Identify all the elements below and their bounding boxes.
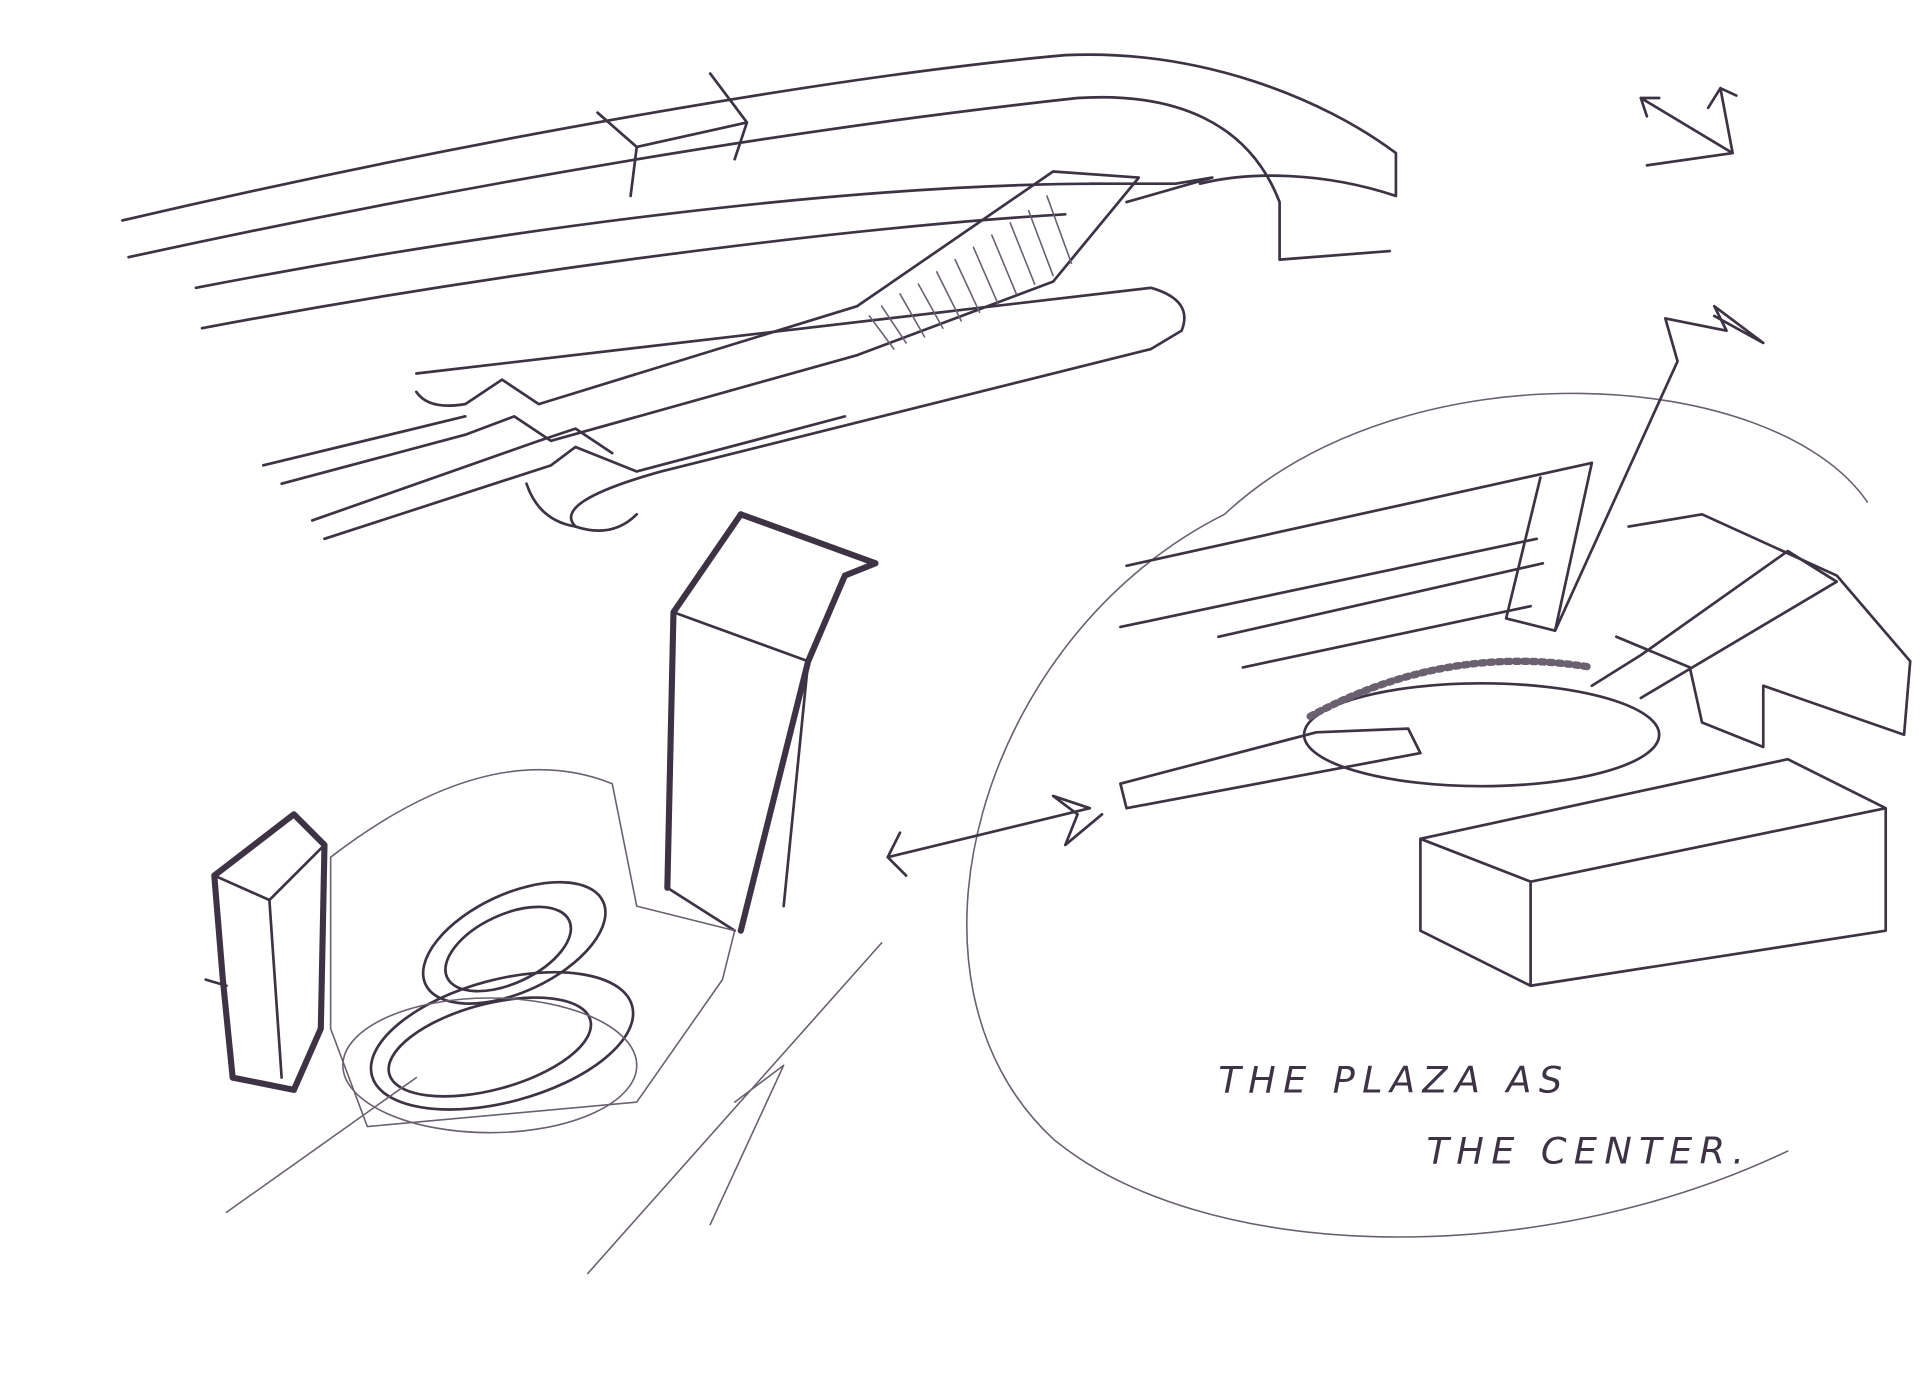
plaza-vignette: THE PLAZA AS THE CENTER. <box>886 304 1912 1238</box>
garden-scribble <box>225 768 883 1275</box>
caption-line-1: THE PLAZA AS <box>1218 1058 1569 1101</box>
caption-line-2: THE CENTER. <box>1427 1129 1752 1172</box>
slab-building <box>204 811 328 1093</box>
curved-building-band <box>121 53 1398 330</box>
stair-ramp <box>261 170 1214 541</box>
tall-tower <box>664 511 879 934</box>
orientation-arrows-icon <box>1639 86 1738 167</box>
